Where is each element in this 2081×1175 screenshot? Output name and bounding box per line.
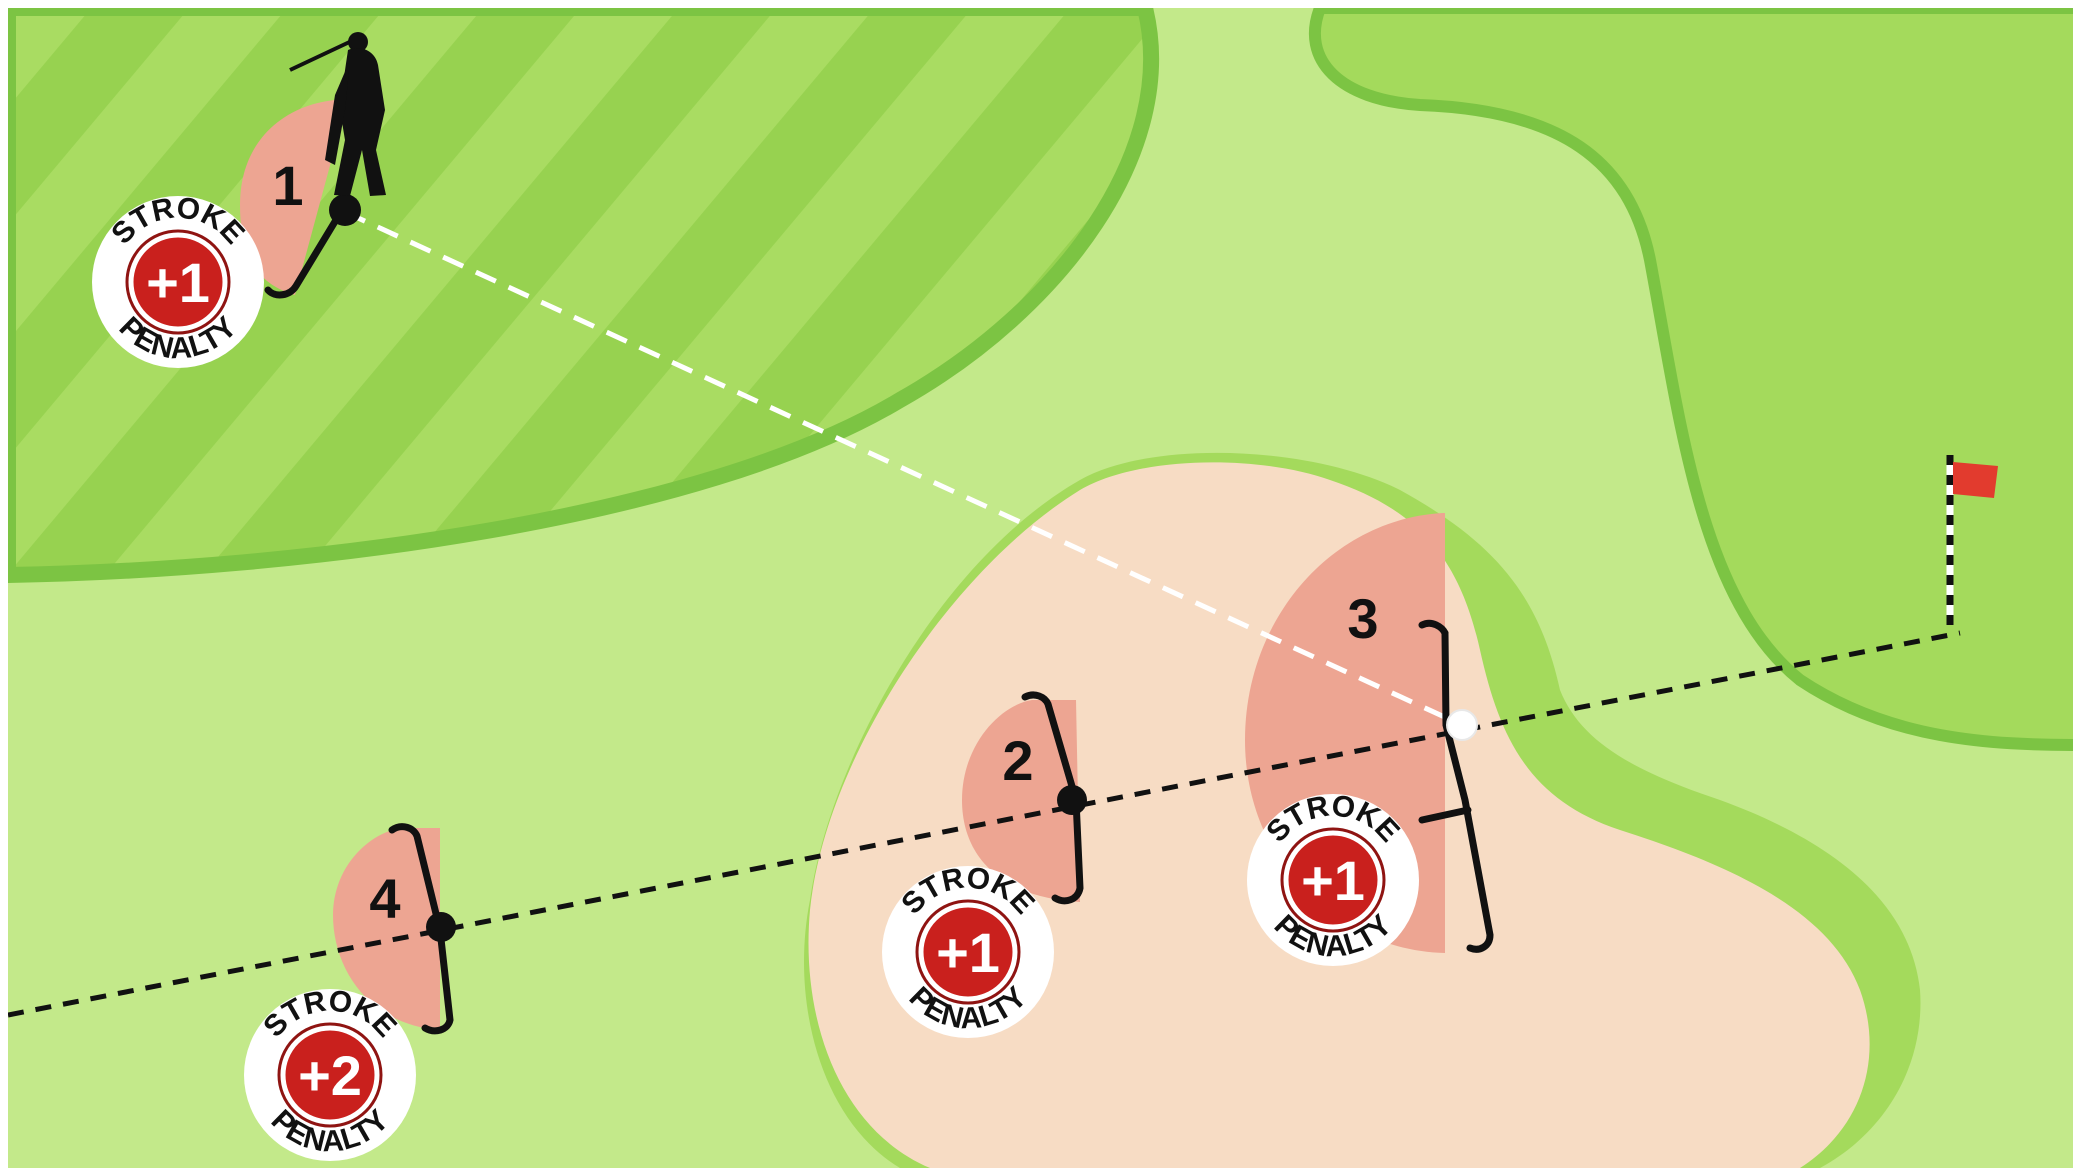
penalty-badge-value: +1 [936, 921, 1000, 984]
drop-zone-1-number: 1 [272, 154, 303, 217]
penalty-badge-value: +1 [1301, 849, 1365, 912]
drop-zone-3-number: 3 [1347, 587, 1378, 650]
penalty-badge-value: +2 [298, 1044, 362, 1107]
drop-point-2 [1057, 785, 1087, 815]
original-ball-position [329, 194, 361, 226]
penalty-badge-value: +1 [146, 251, 210, 314]
drop-zone-4-number: 4 [369, 867, 400, 930]
drop-zone-2-number: 2 [1002, 729, 1033, 792]
drop-point-4 [426, 912, 456, 942]
golf-ball-icon [1447, 710, 1477, 740]
